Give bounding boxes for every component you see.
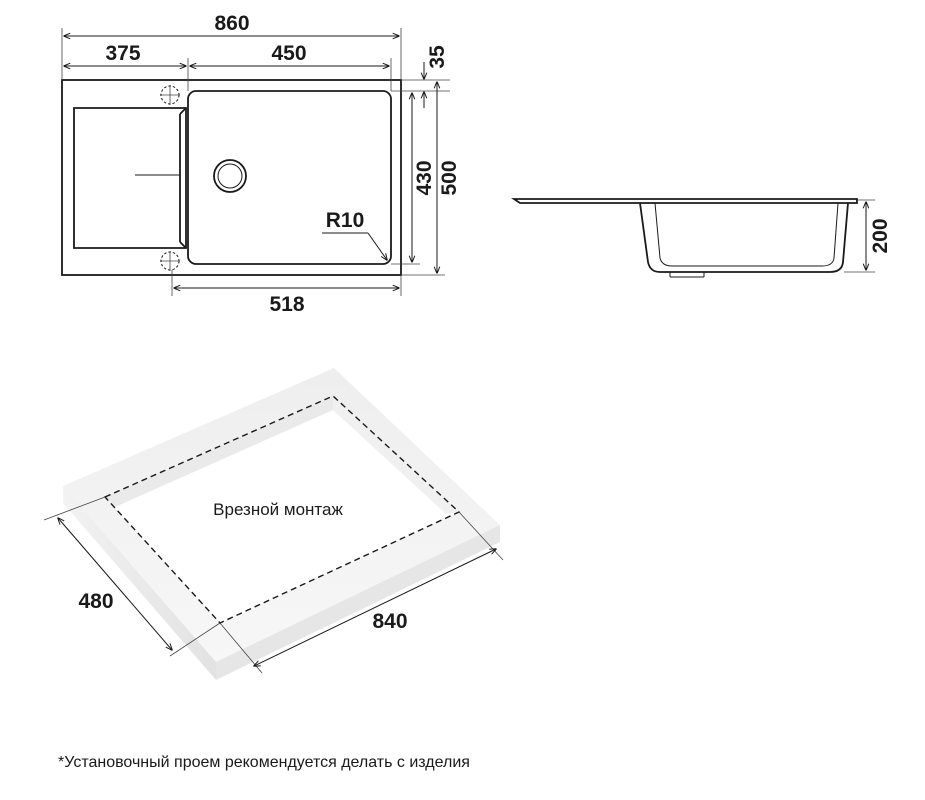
tap-hole-top — [160, 85, 180, 105]
dim-cutout-width: 840 — [372, 610, 407, 633]
side-rim — [511, 198, 858, 204]
dim-cutout-depth: 480 — [78, 590, 113, 613]
drainer-area — [73, 107, 187, 249]
dim-drainer-width: 375 — [105, 42, 140, 65]
dim-bottom-width: 518 — [269, 293, 304, 316]
side-bowl — [639, 202, 849, 273]
side-view: 200 — [511, 198, 892, 278]
cutout-view: Врезной монтаж 480 840 — [43, 368, 504, 680]
dim-bowl-width: 450 — [271, 42, 306, 65]
dim-bowl-height: 430 — [413, 160, 436, 195]
bowl-outline — [187, 90, 392, 265]
footnote: *Установочный проем рекомендуется делать… — [58, 754, 470, 771]
dim-depth: 200 — [869, 218, 892, 253]
top-view: 860 375 450 35 430 500 R10 518 — [61, 12, 461, 316]
dim-top-offset: 35 — [426, 45, 449, 69]
tap-hole-bottom — [160, 251, 180, 271]
drain-icon — [213, 159, 247, 193]
dim-total-width: 860 — [214, 12, 249, 35]
sink-outline — [61, 79, 402, 276]
dim-total-height: 500 — [438, 160, 461, 195]
cutout-label: Врезной монтаж — [213, 500, 343, 519]
dim-corner-radius: R10 — [326, 209, 365, 232]
